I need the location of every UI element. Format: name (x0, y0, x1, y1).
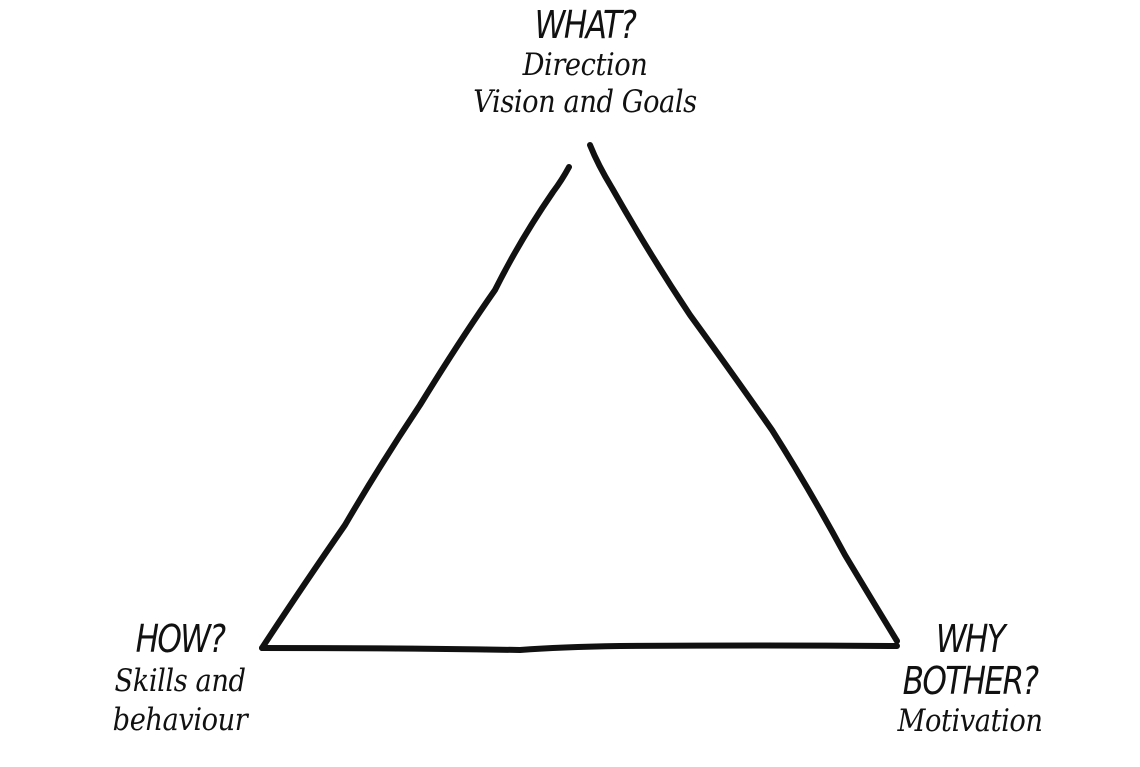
why-heading-line-2: BOTHER? (902, 659, 1039, 703)
why-heading-line-1: WHY (935, 617, 1006, 661)
triangle-right-side (587, 142, 900, 644)
what-line-2: Vision and Goals (473, 84, 697, 120)
what-label: WHAT? Direction Vision and Goals (440, 6, 730, 118)
how-label: HOW? Skills and behaviour (95, 620, 265, 736)
how-heading: HOW? (135, 617, 226, 661)
how-line-2: behaviour (112, 702, 248, 738)
what-heading: WHAT? (534, 3, 637, 47)
what-line-1: Direction (522, 47, 648, 83)
triangle-left-side (259, 164, 572, 651)
how-line-1: Skills and (114, 663, 246, 699)
why-line-1: Motivation (897, 703, 1043, 739)
why-bother-label: WHY BOTHER? Motivation (870, 620, 1070, 737)
triangle-base (259, 642, 900, 653)
